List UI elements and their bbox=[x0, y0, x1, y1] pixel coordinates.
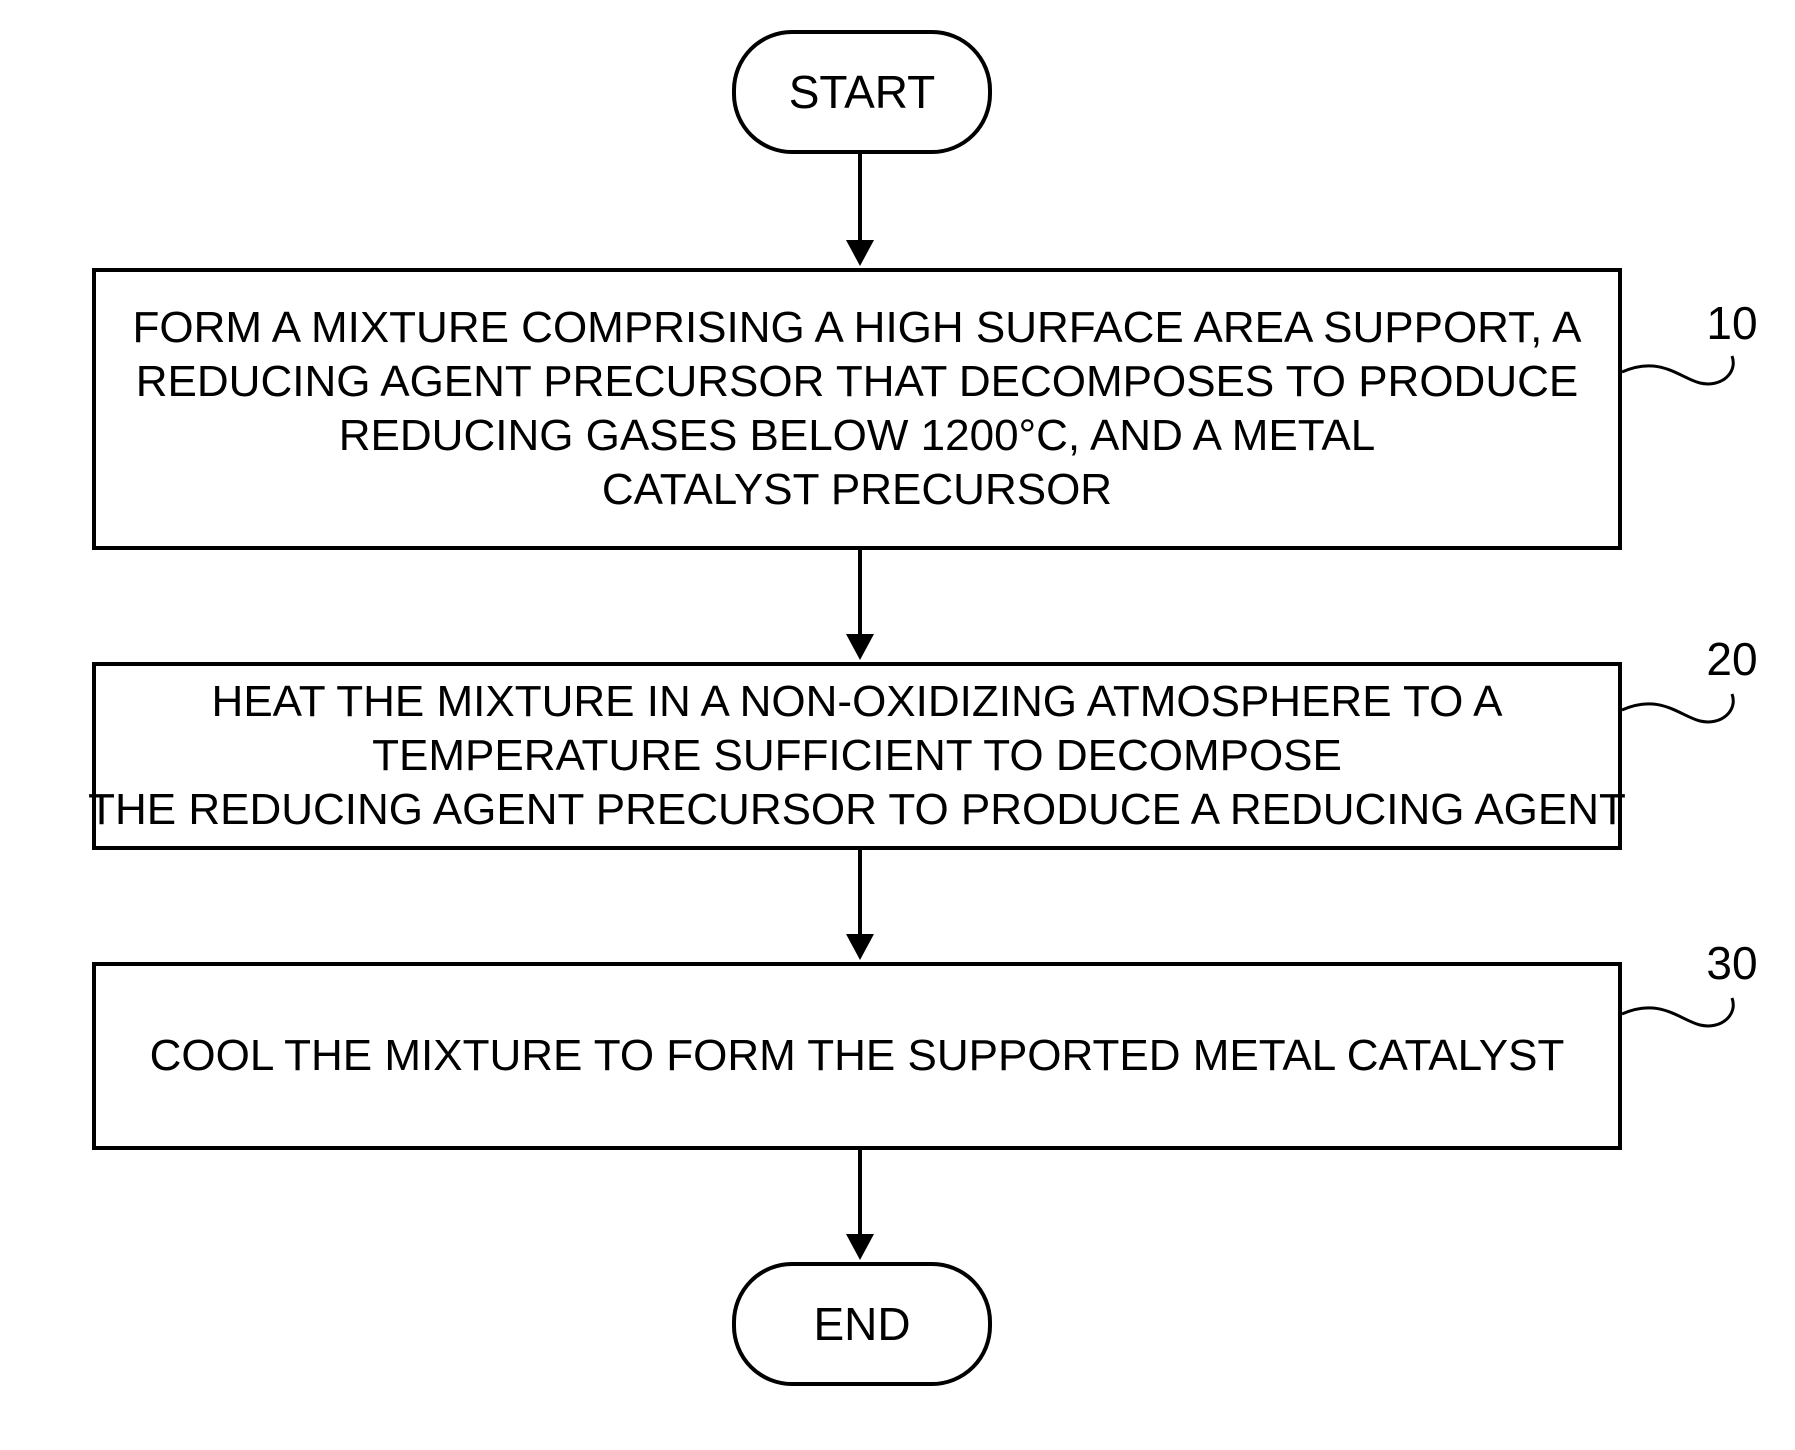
leader-curve-30 bbox=[1622, 998, 1733, 1026]
arrow-start-to-step-10 bbox=[846, 152, 874, 266]
step-30-line-1: COOL THE MIXTURE TO FORM THE SUPPORTED M… bbox=[150, 1029, 1565, 1083]
step-10-line-1: FORM A MIXTURE COMPRISING A HIGH SURFACE… bbox=[132, 301, 1581, 355]
start-terminal: START bbox=[732, 30, 992, 154]
step-10-ref-number: 10 bbox=[1692, 296, 1772, 350]
leader-curve-20 bbox=[1622, 694, 1733, 722]
step-10-line-2: REDUCING AGENT PRECURSOR THAT DECOMPOSES… bbox=[136, 355, 1578, 409]
step-20-line-3: THE REDUCING AGENT PRECURSOR TO PRODUCE … bbox=[88, 783, 1626, 837]
step-20-line-2: TEMPERATURE SUFFICIENT TO DECOMPOSE bbox=[372, 729, 1342, 783]
step-10-line-4: CATALYST PRECURSOR bbox=[602, 463, 1112, 517]
step-30-ref-number: 30 bbox=[1692, 936, 1772, 990]
arrow-step-10-to-step-20 bbox=[846, 548, 874, 660]
leader-curve-10 bbox=[1622, 356, 1733, 384]
arrow-step-20-to-step-30 bbox=[846, 848, 874, 960]
start-label: START bbox=[789, 65, 936, 119]
end-terminal: END bbox=[732, 1262, 992, 1386]
step-30-box: COOL THE MIXTURE TO FORM THE SUPPORTED M… bbox=[92, 962, 1622, 1150]
step-10-line-3: REDUCING GASES BELOW 1200°C, AND A METAL bbox=[339, 409, 1375, 463]
step-10-box: FORM A MIXTURE COMPRISING A HIGH SURFACE… bbox=[92, 268, 1622, 550]
step-20-box: HEAT THE MIXTURE IN A NON-OXIDIZING ATMO… bbox=[92, 662, 1622, 850]
end-label: END bbox=[813, 1297, 910, 1351]
arrow-step-30-to-end bbox=[846, 1148, 874, 1260]
step-20-line-1: HEAT THE MIXTURE IN A NON-OXIDIZING ATMO… bbox=[212, 675, 1503, 729]
step-20-ref-number: 20 bbox=[1692, 632, 1772, 686]
